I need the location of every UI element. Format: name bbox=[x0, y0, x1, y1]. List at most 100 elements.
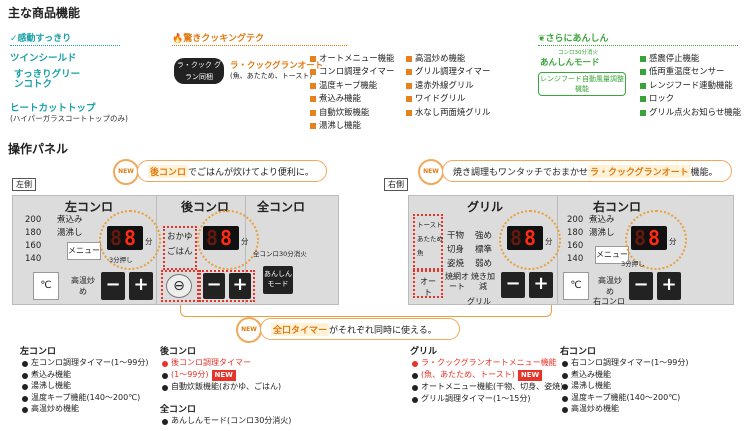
press-3sec-label: 3分押し bbox=[109, 256, 133, 264]
range-hood-auto-logo: レンジフード自動風量調整機能 bbox=[538, 72, 626, 96]
anshin-mode-logo: コンロ30分消火 あんしんモード bbox=[540, 50, 600, 68]
back-burner-label: 後コンロ bbox=[181, 200, 230, 214]
feature2-list-col1: オートメニュー機能 コンロ調理タイマー 温度キープ機能 煮込み機能 自動炊飯機能… bbox=[310, 52, 394, 132]
minute-label: 分 bbox=[669, 237, 677, 246]
side-label-left: 左側 bbox=[12, 178, 36, 191]
back-plus-button[interactable]: + bbox=[229, 273, 251, 299]
grill-plus-button[interactable]: + bbox=[529, 272, 553, 298]
desc-title-grill: グリル bbox=[410, 347, 438, 357]
highlight-ring bbox=[499, 210, 561, 270]
list-item: 後コンロ調理タイマー bbox=[162, 357, 281, 369]
callout-all-timer: 全口タイマーがそれぞれ同時に使える。 bbox=[260, 318, 460, 340]
callout-grill-auto: 焼き調理もワンタッチでおまかせラ・クックグランオート機能。 bbox=[442, 160, 732, 182]
high-heat-button[interactable]: 高温炒め bbox=[71, 276, 95, 296]
list-item: 湯沸し機能 bbox=[562, 380, 689, 392]
list-item: 湯沸し機能 bbox=[22, 380, 149, 392]
list-item: 温度キープ機能(140〜200℃) bbox=[22, 392, 149, 404]
temp-levels: 200 180 160 140 bbox=[25, 215, 42, 264]
grill-auto-button[interactable]: オート bbox=[420, 277, 436, 297]
rice-button-highlight bbox=[161, 270, 199, 302]
connector-line bbox=[180, 305, 552, 317]
all-burner-label: 全コンロ bbox=[257, 200, 306, 214]
list-item: 温度キープ機能(140〜200℃) bbox=[562, 392, 689, 404]
grill-minus-button[interactable]: − bbox=[501, 272, 525, 298]
feature-label-anshin: ❦さらにあんしん bbox=[538, 34, 609, 44]
section-title-panel: 操作パネル bbox=[8, 142, 69, 156]
list-item: 水なし両面焼グリル bbox=[406, 106, 490, 119]
rice-button[interactable]: ⊖ bbox=[166, 274, 192, 298]
desc-title-right: 右コンロ bbox=[560, 347, 597, 357]
heat-cut-note: (ハイパーガラスコートトップのみ) bbox=[10, 114, 128, 123]
list-item: ラ・クックグランオートメニュー機能 bbox=[412, 357, 563, 369]
all-burner-30min-label: 全コンロ30分消火 bbox=[253, 250, 307, 258]
side-label-right: 右側 bbox=[384, 178, 408, 191]
feature3-list: 感震停止機能 低両重温度センサー レンジフード連動機能 ロック グリル点火お知ら… bbox=[640, 52, 741, 119]
la-cook-gran-auto-logo: ラ・クックグランオート bbox=[230, 61, 324, 71]
temp-button[interactable]: ℃ bbox=[563, 272, 589, 300]
new-badge: NEW bbox=[113, 159, 139, 185]
grill-auto-button-highlight bbox=[413, 270, 443, 298]
list-item: オートメニュー機能(干物、切身、姿焼) bbox=[412, 381, 563, 393]
highlight-ring bbox=[197, 210, 259, 270]
list-item: オートメニュー機能 bbox=[310, 52, 394, 65]
control-panel-right: グリル 右コンロ トースト あたため 魚 オート 干物 切身 姿焼 強め 標準 … bbox=[408, 195, 734, 306]
la-cook-gran-auto-note: (魚、あたため、トースト) bbox=[230, 72, 313, 80]
desc-list-right: 右コンロ調理タイマー(1〜99分) 煮込み機能 湯沸し機能 温度キープ機能(14… bbox=[562, 357, 689, 415]
temp-levels: 200 180 160 140 bbox=[567, 215, 584, 264]
list-item: 温度キープ機能 bbox=[310, 79, 394, 92]
list-item: グリル点火お知らせ機能 bbox=[640, 106, 741, 119]
control-panel-left: 左コンロ 後コンロ 全コンロ 200 180 160 140 煮込み 湯沸し メ… bbox=[12, 195, 339, 305]
rice-pot-icon: ⊖ bbox=[173, 278, 185, 294]
grill-mode-options: トースト あたため 魚 bbox=[417, 221, 443, 257]
back-minus-button[interactable]: − bbox=[203, 273, 225, 299]
desc-title-left: 左コンロ bbox=[20, 347, 57, 357]
high-heat-button[interactable]: 高温炒め bbox=[598, 276, 622, 296]
press-3sec-label: 3分押し bbox=[621, 260, 645, 268]
grill-bottom-label: グリル bbox=[467, 297, 491, 306]
list-item-cont: (1〜99分)NEW bbox=[162, 369, 281, 381]
section-title-features: 主な商品機能 bbox=[8, 6, 81, 20]
minute-label: 分 bbox=[241, 237, 249, 246]
feature-label-kandou: ✓感動すっきり bbox=[10, 34, 72, 44]
right-plus-button[interactable]: + bbox=[657, 272, 681, 300]
list-item: グリル調理タイマー(1〜15分) bbox=[412, 393, 563, 405]
green-kotoku-logo: すっきりグリーンコトク bbox=[14, 69, 81, 90]
right-minus-button[interactable]: − bbox=[629, 272, 653, 300]
right-burner-bottom-label: 右コンロ bbox=[593, 297, 625, 306]
feature-group-1: ✓感動すっきり bbox=[10, 26, 120, 46]
minute-label: 分 bbox=[545, 237, 553, 246]
anshin-mode-button[interactable]: あんしんモード bbox=[263, 266, 293, 294]
list-item: 遠赤外線グリル bbox=[406, 79, 490, 92]
callout-back-burner: 後コンロでごはんが炊けてより便利に。 bbox=[137, 160, 327, 182]
heat-cut-top-logo: ヒートカットトップ bbox=[10, 103, 96, 114]
grill-net-auto-button[interactable]: 焼網オート bbox=[445, 272, 469, 291]
check-icon: ✓ bbox=[10, 34, 18, 44]
minute-label: 分 bbox=[145, 237, 153, 246]
right-burner-label: 右コンロ bbox=[593, 200, 642, 214]
list-item: 自動炊飯機能(おかゆ、ごはん) bbox=[162, 381, 281, 393]
list-item: 高温炒め機能 bbox=[562, 403, 689, 415]
list-item: 低両重温度センサー bbox=[640, 65, 741, 78]
leaf-icon: ❦ bbox=[538, 34, 546, 44]
desc-title-back: 後コンロ bbox=[160, 347, 197, 357]
list-item: 左コンロ調理タイマー(1〜99分) bbox=[22, 357, 149, 369]
grill-doneness-button[interactable]: 焼き加減 bbox=[471, 272, 495, 291]
list-item-cont: (魚、あたため、トースト)NEW bbox=[412, 369, 563, 381]
grill-auto-highlight bbox=[413, 214, 443, 270]
feature-group-2: 🔥驚きクッキングテク bbox=[172, 26, 347, 46]
list-item: ロック bbox=[640, 92, 741, 105]
list-item: コンロ調理タイマー bbox=[310, 65, 394, 78]
left-plus-button[interactable]: + bbox=[129, 272, 153, 300]
left-minus-button[interactable]: − bbox=[101, 272, 125, 300]
desc-list-all: あんしんモード(コンロ30分消火) bbox=[162, 415, 291, 427]
highlight-ring bbox=[99, 210, 161, 270]
list-item: 高温炒め機能 bbox=[22, 403, 149, 415]
menu-options: 煮込み 湯沸し bbox=[57, 215, 83, 238]
feature-group-3: ❦さらにあんしん bbox=[538, 26, 738, 46]
timer-buttons-highlight bbox=[199, 270, 255, 302]
la-cook-gran-logo: ラ・クック グラン同梱 bbox=[174, 58, 224, 84]
temp-button[interactable]: ℃ bbox=[33, 272, 59, 300]
list-item: 湯沸し機能 bbox=[310, 119, 394, 132]
feature2-list-col2: 高温炒め機能 グリル調理タイマー 遠赤外線グリル ワイドグリル 水なし両面焼グリ… bbox=[406, 52, 490, 119]
menu-button[interactable]: メニュー bbox=[67, 242, 101, 260]
